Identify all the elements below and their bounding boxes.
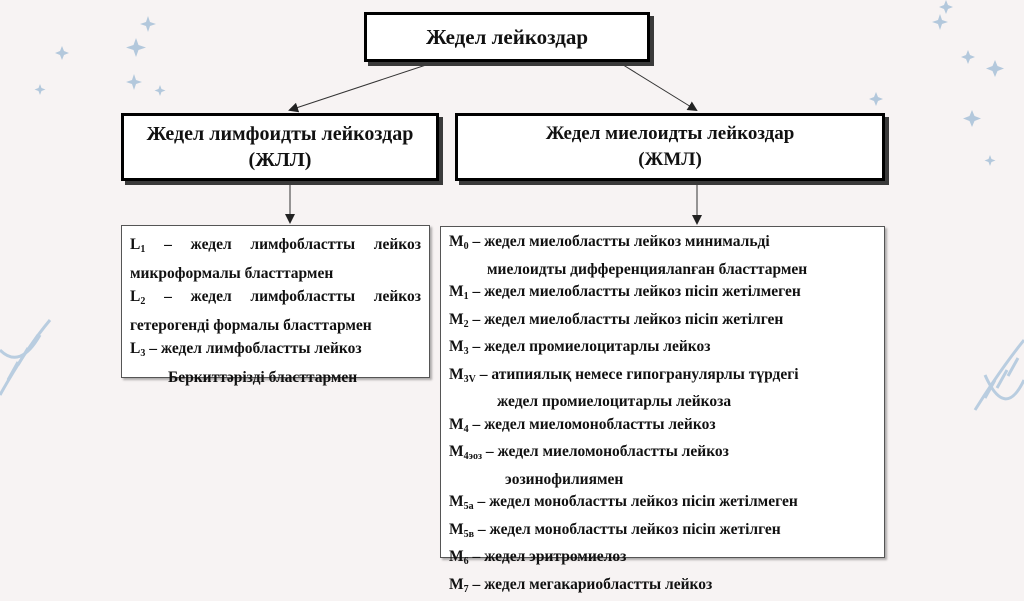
list-item: M6 – жедел эритромиелоз xyxy=(449,546,876,574)
list-item: M7 – жедел мегакариобластты лейкоз xyxy=(449,574,876,601)
list-item: M4 – жедел миеломонобластты лейкоз xyxy=(449,414,876,442)
all-subtypes-list: L1 – жедел лимфобластты лейкоз микроформ… xyxy=(121,225,430,378)
all-abbrev: (ЖЛЛ) xyxy=(249,147,312,173)
list-item: M2 – жедел миелобластты лейкоз пісіп жет… xyxy=(449,309,876,337)
list-item: L2 – жедел лимфобластты лейкоз xyxy=(130,285,421,314)
list-item-continuation: эозинофилиямен xyxy=(449,469,876,492)
list-item-continuation: жедел промиелоцитарлы лейкоза xyxy=(449,391,876,414)
all-box: Жедел лимфоидты лейкоздар (ЖЛЛ) xyxy=(121,113,439,181)
list-item: M0 – жедел миелобластты лейкоз минимальд… xyxy=(449,231,876,259)
root-box: Жедел лейкоздар xyxy=(364,12,650,62)
aml-subtypes-list: M0 – жедел миелобластты лейкоз минимальд… xyxy=(440,226,885,558)
root-title: Жедел лейкоздар xyxy=(426,25,588,50)
all-title: Жедел лимфоидты лейкоздар xyxy=(147,121,414,147)
list-item-continuation: микроформалы бласттармен xyxy=(130,262,421,286)
aml-title: Жедел миелоидты лейкоздар xyxy=(546,121,795,147)
list-item: M5в – жедел монобластты лейкоз пісіп жет… xyxy=(449,519,876,547)
list-item: M3V – атипиялық немесе гипогранулярлы тү… xyxy=(449,364,876,392)
aml-box: Жедел миелоидты лейкоздар (ЖМЛ) xyxy=(455,113,885,181)
list-item: M3 – жедел промиелоцитарлы лейкоз xyxy=(449,336,876,364)
list-item-continuation: Беркиттәрізді бласттармен xyxy=(130,366,421,390)
arrow-root-to-aml xyxy=(620,63,696,110)
arrow-root-to-all xyxy=(290,63,432,110)
list-item: M5a – жедел монобластты лейкоз пісіп жет… xyxy=(449,491,876,519)
aml-abbrev: (ЖМЛ) xyxy=(638,147,702,173)
list-item-continuation: миелоидты дифференциялanған бласттармен xyxy=(449,259,876,282)
list-item: L3 – жедел лимфобластты лейкоз xyxy=(130,337,421,366)
list-item-continuation: гетерогенді формалы бласттармен xyxy=(130,314,421,338)
list-item: L1 – жедел лимфобластты лейкоз xyxy=(130,233,421,262)
list-item: M1 – жедел миелобластты лейкоз пісіп жет… xyxy=(449,281,876,309)
list-item: M4эоз – жедел миеломонобластты лейкоз xyxy=(449,441,876,469)
